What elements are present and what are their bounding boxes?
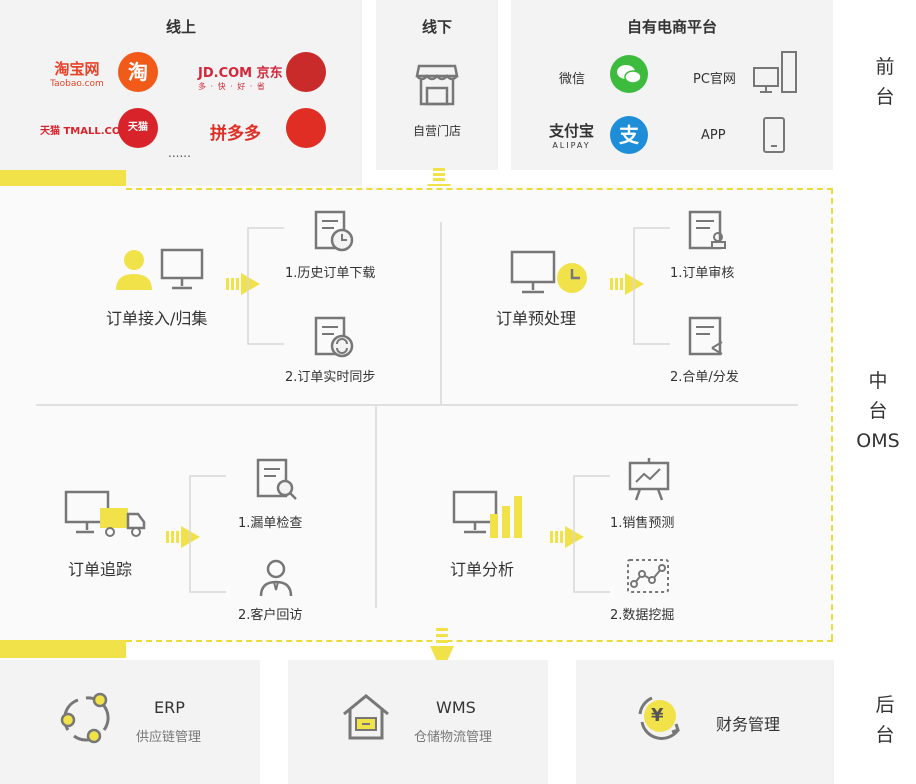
offline-panel [376, 0, 498, 170]
oms-left-accent [0, 640, 126, 658]
finance-title: 财务管理 [716, 715, 781, 734]
monitor-chart-icon [452, 490, 522, 538]
order-ingest-title: 订单接入/归集 [106, 309, 208, 328]
pc-label: PC官网 [693, 72, 736, 87]
sales-forecast: 1.销售预测 [610, 516, 675, 531]
oms-border-right [831, 188, 833, 640]
taobao-icon: 淘 [118, 52, 158, 92]
customer-service-icon [116, 248, 204, 290]
presentation-icon [628, 458, 670, 501]
monitor-clock-icon [510, 250, 587, 294]
back-stage-label: 后台 [875, 694, 895, 746]
wms-panel [288, 660, 548, 784]
user-icon [259, 559, 293, 597]
own-platform-title: 自有电商平台 [626, 18, 717, 36]
doc-sync-icon [314, 316, 354, 358]
order-tracking-title: 订单追踪 [68, 560, 133, 579]
more-dots: ...... [168, 146, 191, 160]
online-accent-bar [0, 170, 126, 186]
offline-title: 线下 [421, 18, 452, 36]
oms-border-bottom [126, 640, 833, 642]
pdd-logo: 拼多多 [210, 124, 261, 144]
taobao-logo: 淘宝网 Taobao.com [50, 60, 104, 89]
pc-icon [753, 51, 797, 93]
app-label: APP [701, 128, 726, 143]
front-stage-label: 前台 [875, 56, 895, 108]
oms-border-top [126, 188, 833, 190]
q4-bracket [573, 475, 610, 593]
tmall-icon: 天猫 [118, 108, 158, 148]
erp-network-icon [60, 692, 110, 744]
wechat-label: 微信 [559, 72, 586, 87]
alipay-logo: 支付宝 ALIPAY [549, 122, 595, 150]
order-review: 1.订单审核 [670, 266, 735, 281]
q2-bracket [633, 227, 670, 345]
phone-icon [763, 117, 785, 153]
oms-divider-v-bottom [375, 406, 377, 608]
store-label: 自营门店 [412, 124, 461, 138]
warehouse-icon [343, 694, 389, 740]
erp-title: ERP [154, 698, 185, 717]
doc-search-icon [256, 458, 297, 500]
pdd-icon [286, 108, 326, 148]
oms-divider-v-top [440, 222, 442, 404]
jd-logo: JD.COM 京东 多 · 快 · 好 · 省 [198, 66, 283, 91]
erp-subtitle: 供应链管理 [136, 730, 202, 745]
finance-panel [576, 660, 834, 784]
customer-revisit: 2.客户回访 [238, 608, 303, 623]
wms-title: WMS [436, 698, 476, 717]
data-mining-icon [627, 559, 669, 593]
yuan-symbol: ¥ [651, 705, 664, 726]
jd-icon [286, 52, 326, 92]
doc-clock-icon [314, 210, 354, 252]
erp-panel [0, 660, 260, 784]
doc-split-icon [688, 316, 723, 356]
oms-divider-h [36, 404, 798, 406]
history-order-download: 1.历史订单下载 [285, 266, 376, 281]
own-platform-panel [511, 0, 833, 170]
data-mining: 2.数据挖掘 [610, 608, 675, 623]
realtime-order-sync: 2.订单实时同步 [285, 370, 376, 385]
store-icon [415, 64, 459, 106]
q1-bracket [247, 227, 284, 345]
merge-distribute: 2.合单/分发 [670, 370, 739, 385]
alipay-icon: 支 [610, 116, 648, 154]
tmall-logo: 天猫 TMALL.COM [40, 126, 131, 137]
online-title: 线上 [165, 18, 196, 36]
monitor-truck-icon [64, 490, 146, 537]
wechat-icon [610, 55, 648, 93]
wms-subtitle: 仓储物流管理 [414, 730, 493, 745]
doc-stamp-icon [688, 210, 726, 250]
q3-bracket [189, 475, 226, 593]
order-preprocess-title: 订单预处理 [496, 309, 577, 328]
online-panel [0, 0, 362, 186]
q1-arrow [226, 273, 260, 295]
order-analysis-title: 订单分析 [450, 560, 515, 579]
missing-order-check: 1.漏单检查 [238, 516, 303, 531]
yuan-coin-icon [638, 696, 680, 740]
down-arrow-bottom [430, 628, 454, 672]
